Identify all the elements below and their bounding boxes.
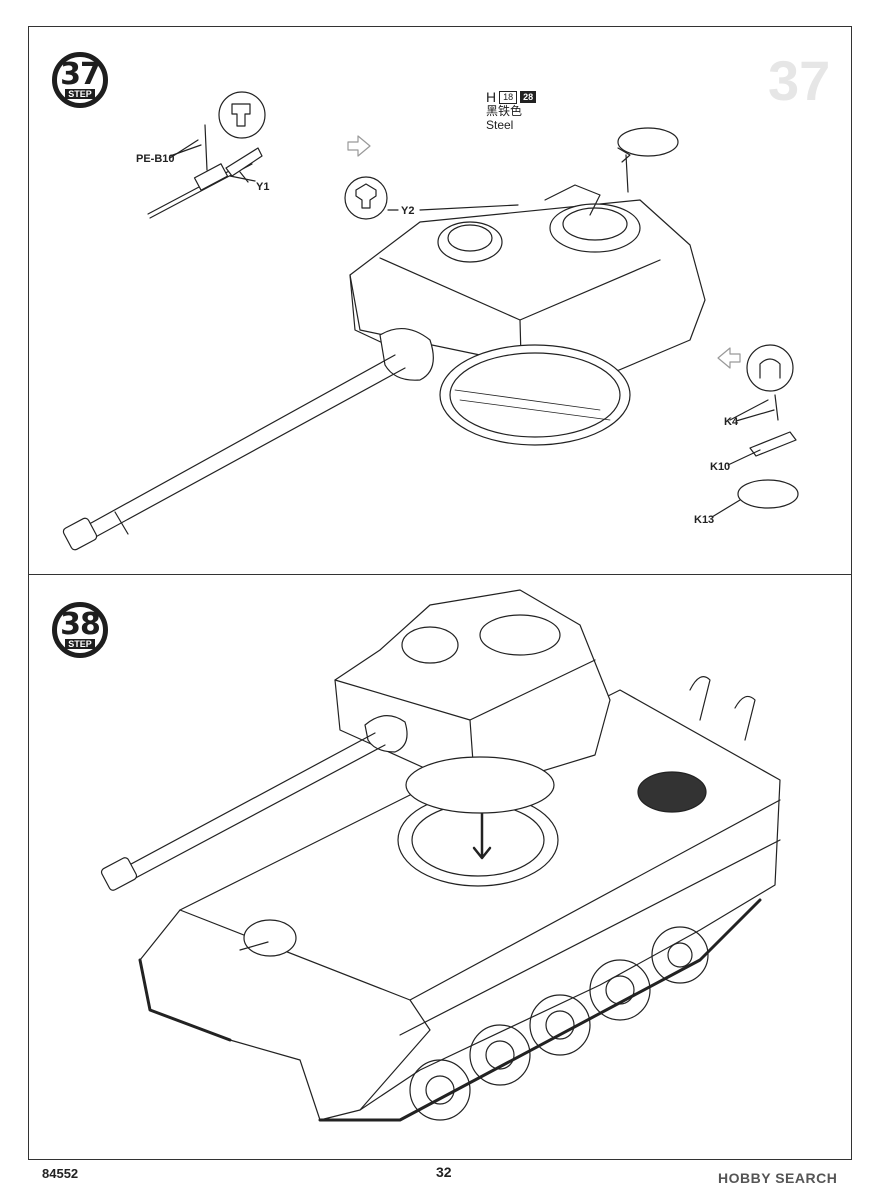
paint-name-en: Steel (486, 118, 514, 132)
watermark: HOBBY SEARCH (718, 1170, 838, 1186)
step-number: 38 (60, 606, 101, 642)
paint-code: H (486, 89, 497, 105)
direction-arrow-icon (717, 347, 741, 369)
turret-38-drawing-icon (100, 589, 611, 891)
machine-gun-y1-icon (147, 124, 263, 219)
page-number: 32 (436, 1164, 452, 1180)
part-label-k4: K4 (724, 416, 739, 428)
direction-arrow-icon (347, 135, 371, 157)
turret-drawing-icon (62, 184, 706, 551)
step-38-badge: 38 STEP (52, 602, 108, 658)
tank-hull-drawing-icon (138, 676, 781, 1122)
step-37-badge: 37 STEP (52, 52, 108, 108)
part-label-pe-b10: PE-B10 (136, 153, 175, 165)
part-label-k10: K10 (710, 461, 731, 473)
kit-code: 84552 (42, 1166, 79, 1181)
step-label: STEP (65, 88, 95, 99)
part-label-y1: Y1 (256, 181, 270, 193)
step-label: STEP (65, 638, 95, 649)
instruction-frame (28, 26, 852, 1160)
detail-bubble-y2-icon (344, 176, 399, 220)
hatch-part-icon (617, 127, 679, 193)
step-divider (28, 574, 852, 575)
paint-callout: H 18 28 黑铁色 Steel (486, 89, 537, 132)
part-label-y2: Y2 (401, 205, 415, 217)
paint-box-1: 18 (499, 90, 518, 104)
antenna-mount-icon (729, 344, 799, 509)
part-label-k13: K13 (694, 514, 715, 526)
paint-name-cn: 黑铁色 (486, 104, 523, 118)
step-number: 37 (60, 56, 101, 92)
detail-bubble-icon (218, 91, 266, 139)
paint-box-2: 28 (520, 91, 537, 103)
